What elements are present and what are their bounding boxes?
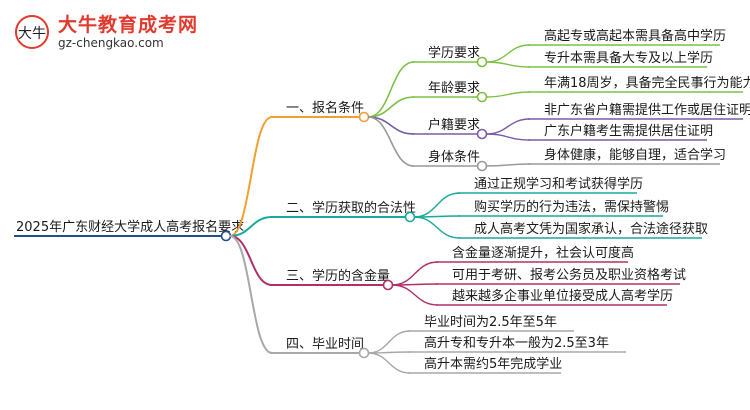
leaf-connector-1-1 [485, 44, 531, 63]
leaf-2-3: 成人高考文凭为国家承认，合法途径获取 [474, 221, 708, 237]
sub-knob-1 [476, 56, 488, 68]
branch-connector-4 [229, 235, 273, 354]
leaf-2-1: 年满18周岁，具备完全民事行为能力 [544, 75, 750, 91]
branch-label-3: 三、学历的含金量 [286, 268, 390, 284]
branch-connector-3 [229, 235, 273, 286]
leaf-3-2: 可用于考研、报考公务员及职业资格考试 [452, 267, 686, 283]
leaf-4-3: 高升本需约5年完成学业 [424, 356, 562, 372]
leaf-connector-3-2 [485, 133, 531, 141]
leaf-3-1: 非广东省户籍需提供工作或居住证明 [544, 102, 750, 118]
root-connector-knob [220, 230, 232, 242]
bull-logo-icon: 大牛 [15, 15, 49, 49]
root-topic: 2025年广东财经大学成人高考报名要求 [16, 219, 244, 235]
brand-logo: 大牛 大牛教育成考网 gz-chengkao.com [14, 8, 224, 54]
sub-label-4: 身体条件 [428, 149, 480, 165]
leaf-connector-1-2 [485, 61, 531, 68]
branch-label-1: 一、报名条件 [286, 100, 364, 116]
leaf-connector-3-1 [391, 261, 439, 286]
branch-label-4: 四、毕业时间 [286, 337, 364, 352]
branch-knob-2 [404, 211, 416, 223]
branch-connector-2 [229, 216, 273, 237]
sub-knob-4 [476, 160, 488, 172]
leaf-4-1: 身体健康，能够自理，适合学习 [544, 147, 726, 163]
sub-label-2: 年龄要求 [428, 81, 480, 96]
svg-text:大牛: 大牛 [18, 26, 46, 42]
branch-knob-3 [382, 279, 394, 291]
leaf-1-1: 高起专或高起本需具备高中学历 [544, 28, 726, 44]
brand-name: 大牛教育成考网 [58, 14, 199, 36]
leaf-4-1: 毕业时间为2.5年至5年 [424, 315, 557, 330]
leaf-connector-4-3 [367, 352, 411, 374]
branch-connector-1 [229, 116, 273, 237]
sub-knob-2 [476, 91, 488, 103]
leaf-4-2: 高升专和专升本一般为2.5至3年 [424, 335, 609, 351]
leaf-connector-4-1 [367, 330, 411, 354]
leaf-3-2: 广东户籍考生需提供居住证明 [544, 123, 713, 139]
leaf-connector-3-3 [391, 284, 439, 306]
leaf-connector-4-1 [485, 163, 531, 167]
leaf-connector-2-3 [413, 216, 461, 239]
leaf-1-2: 专升本需具备大专及以上学历 [544, 50, 713, 66]
leaf-3-3: 越来越多企事业单位接受成人高考学历 [452, 288, 673, 304]
sub-label-3: 户籍要求 [428, 117, 480, 133]
leaf-connector-2-1 [485, 91, 531, 98]
branch-label-2: 二、学历获取的合法性 [286, 200, 416, 216]
leaf-connector-3-1 [485, 118, 531, 135]
sub-connector-2 [367, 96, 415, 118]
branch-knob-1 [358, 111, 370, 123]
leaf-2-1: 通过正规学习和考试获得学历 [474, 176, 643, 192]
sub-connector-1 [367, 61, 415, 118]
brand-url: gz-chengkao.com [58, 36, 164, 50]
leaf-2-2: 购买学历的行为违法，需保持警惕 [474, 199, 669, 215]
sub-label-1: 学历要求 [428, 45, 480, 61]
leaf-3-1: 含金量逐渐提升，社会认可度高 [452, 245, 634, 261]
branch-knob-4 [358, 347, 370, 359]
leaf-connector-2-1 [413, 192, 461, 218]
sub-knob-3 [476, 128, 488, 140]
sub-connector-4 [367, 116, 415, 167]
